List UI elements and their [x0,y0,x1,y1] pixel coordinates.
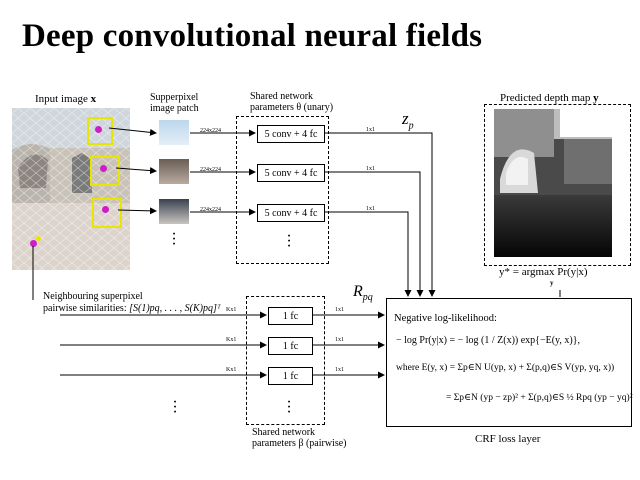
superpixel-box [92,198,122,228]
conv-block: 5 conv + 4 fc [257,164,325,182]
nll-label: Negative log-likelihood: [394,313,497,324]
superpixel-patch-label: Supperpixel image patch [150,92,199,114]
energy-expansion: = Σp∈N (yp − zp)² + Σ(p,q)∈S ½ Rpq (yp −… [446,393,633,403]
patch-size-label: 224x224 [200,167,221,173]
depth-map-label-text: Predicted depth map [500,92,591,104]
unary-caption: Shared network parameters θ (unary) [250,91,333,113]
pairwise-caption-line1: Shared network [252,427,316,438]
conv-block: 5 conv + 4 fc [257,204,325,222]
superpixel-dot [102,206,109,213]
arrow-conv-to-crf [324,171,424,297]
pairwise-input-ellipsis: ··· [172,394,178,421]
unary-network-frame [236,116,329,264]
fc-ellipsis: ··· [286,394,292,421]
conv-block: 5 conv + 4 fc [257,125,325,143]
image-patch [159,120,189,145]
superpixel-box [90,156,120,186]
depth-map-var: y [593,92,599,104]
arrow-conv-to-crf [324,132,436,297]
fc-block: 1 fc [268,367,313,385]
unary-output-size: 1x1 [366,166,375,172]
superpixel-dot [100,165,107,172]
input-image-label-text: Input image [35,93,88,105]
pairwise-output-size: 1x1 [335,337,344,343]
conv-ellipsis: ··· [286,228,292,255]
unary-caption-line2: parameters θ (unary) [250,102,334,113]
neighbour-label-line2: pairwise similarities: [S(1)pq, . . . , … [43,303,221,315]
input-image-var: x [90,93,97,105]
slide-title: Deep convolutional neural fields [22,18,483,54]
pairwise-output-var-sub: pq [362,292,373,304]
fc-block: 1 fc [268,307,313,325]
image-patch [159,199,189,224]
neighbour-dot [36,236,41,241]
pairwise-output-var-main: R [353,283,363,300]
unary-output-size: 1x1 [366,127,375,133]
nll-equation: − log Pr(y|x) = − log (1 / Z(x)) exp{−E(… [396,335,581,346]
superpixel-box [87,117,113,145]
crf-loss-caption: CRF loss layer [475,433,541,445]
pairwise-output-var: Rpq [353,283,373,303]
crf-loss-box [386,298,632,427]
neighbour-label: Neighbouring superpixel pairwise similar… [43,291,221,315]
unary-output-var: zp [402,109,414,131]
arrow-conv-to-crf [324,211,412,297]
depth-map-image [494,109,612,257]
neighbour-label-line2-text: pairwise similarities: [43,303,127,314]
argmax-formula-text: y* = argmax Pr(y|x) [499,266,588,278]
pairwise-network-frame [246,296,325,425]
depth-map-label: Predicted depth map y [500,92,599,104]
pairwise-input-size: Kx1 [226,307,237,313]
neighbour-label-line1: Neighbouring superpixel [43,291,143,302]
argmax-subscript: y [550,279,554,287]
arrow-image-to-patch [117,207,157,215]
pairwise-caption-line2: parameters β (pairwise) [252,438,347,449]
energy-equation: where E(y, x) = Σp∈N U(yp, x) + Σ(p,q)∈S… [396,363,615,373]
arrow-image-to-patch [115,167,157,175]
unary-output-var-main: z [402,109,409,128]
patch-size-label: 224x224 [200,128,221,134]
input-image-label: Input image x [35,93,96,105]
argmax-formula: y* = argmax Pr(y|x) [499,266,588,278]
arrow-image-to-patch [108,127,157,136]
pairwise-output-size: 1x1 [335,367,344,373]
superpixel-patch-label-line2: image patch [150,103,199,114]
similarity-vector: [S(1)pq, . . . , S(K)pq]ᵀ [129,303,221,314]
superpixel-dot [95,126,102,133]
patch-size-label: 224x224 [200,207,221,213]
depth-map-frame [484,104,631,266]
pairwise-input-size: Kx1 [226,367,237,373]
pairwise-caption: Shared network parameters β (pairwise) [252,427,347,449]
image-patch [159,159,189,184]
unary-caption-line1: Shared network [250,91,314,102]
unary-output-size: 1x1 [366,206,375,212]
superpixel-dot [30,240,37,247]
unary-output-var-sub: p [408,120,414,132]
superpixel-patch-label-line1: Supperpixel [150,92,199,103]
fc-block: 1 fc [268,337,313,355]
patch-ellipsis: ··· [171,226,177,253]
pairwise-output-size: 1x1 [335,307,344,313]
pairwise-input-size: Kx1 [226,337,237,343]
